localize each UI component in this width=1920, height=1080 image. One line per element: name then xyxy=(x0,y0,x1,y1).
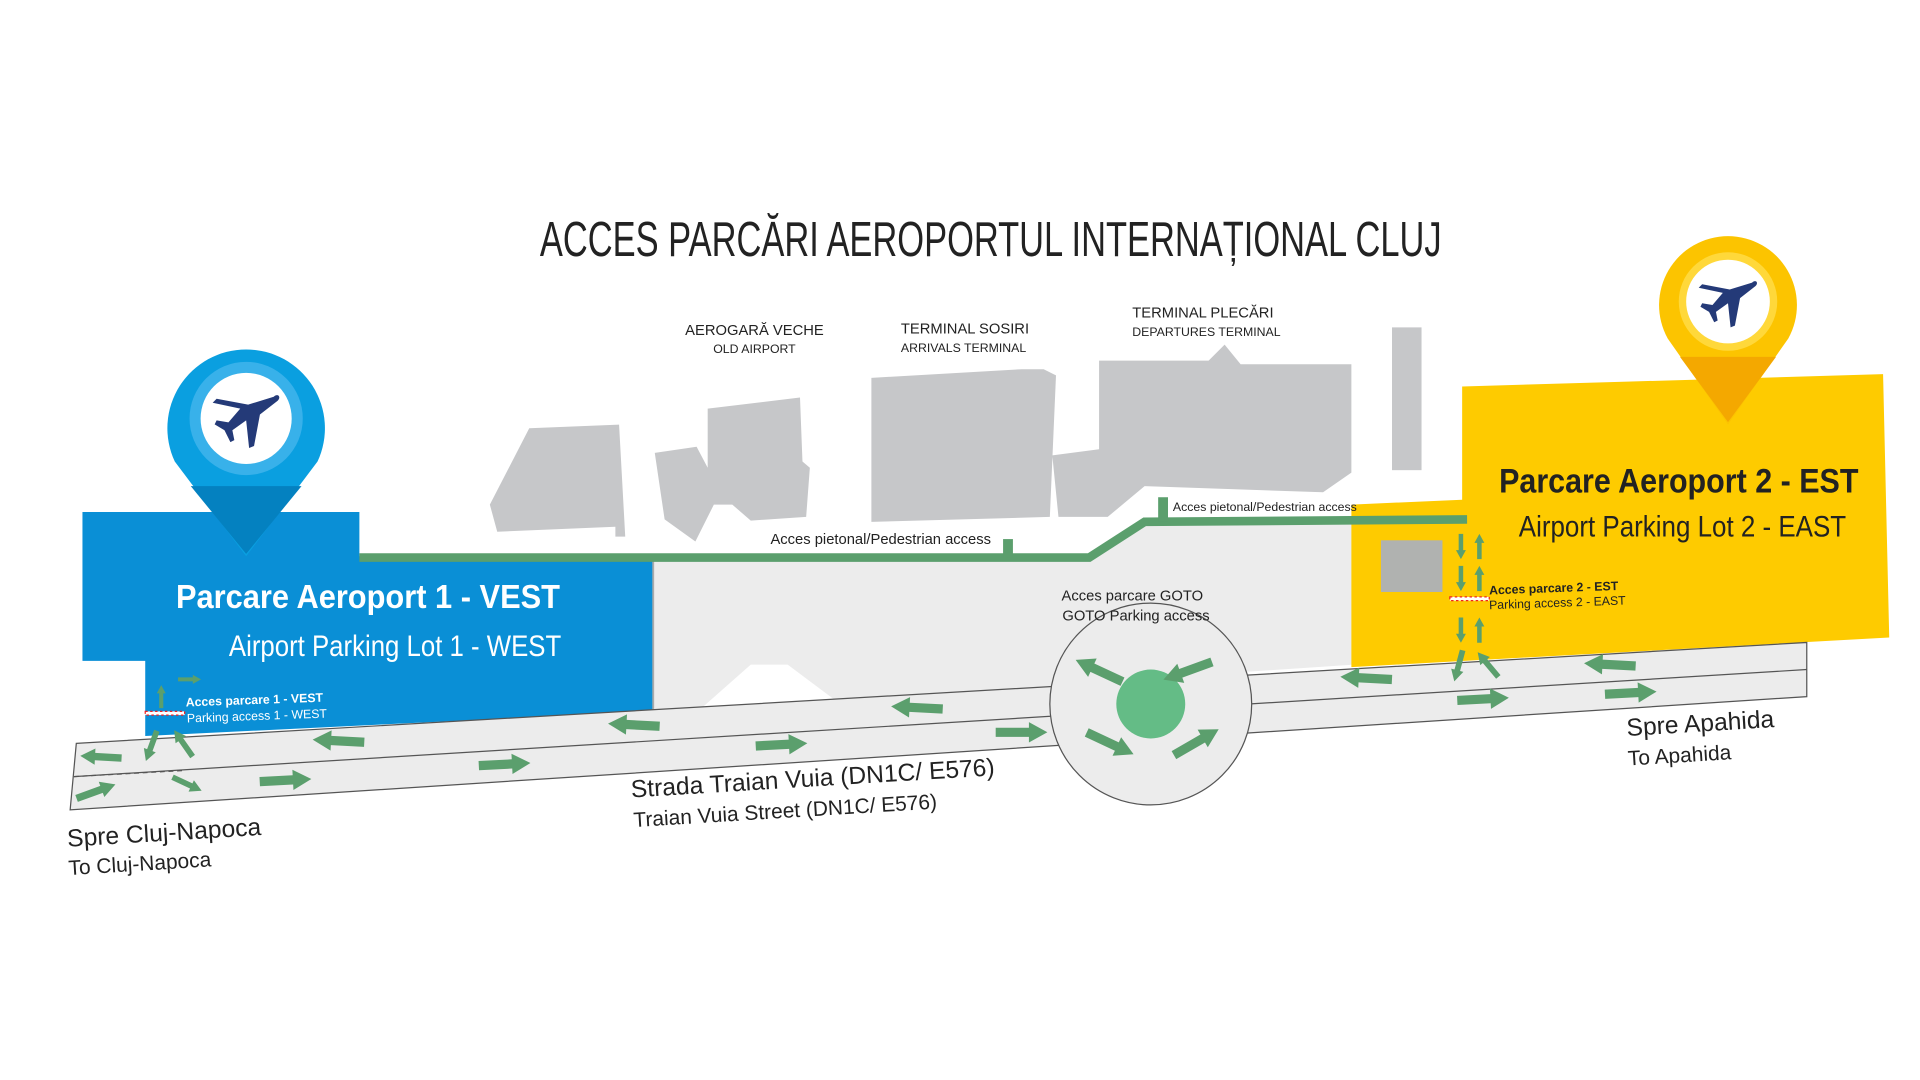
goto-access-en: GOTO Parking access xyxy=(1062,608,1209,624)
building-old-airport xyxy=(654,397,810,542)
direction-west-ro: Spre Cluj-Napoca xyxy=(66,814,262,853)
building-1 xyxy=(489,424,626,537)
parking-1-barrier[interactable] xyxy=(144,710,186,716)
label-departures-ro: TERMINAL PLECĂRI xyxy=(1132,305,1273,322)
map-title: ACCES PARCĂRI AEROPORTUL INTERNAȚIONAL C… xyxy=(540,213,1442,267)
parking-2-building xyxy=(1380,540,1443,592)
building-departures xyxy=(1052,344,1352,517)
building-tower xyxy=(1392,327,1422,471)
parking-2-pin-icon[interactable] xyxy=(1659,236,1797,425)
label-old-airport-en: OLD AIRPORT xyxy=(713,342,796,356)
road-dashed-line xyxy=(73,769,185,778)
parking-2-access-ro: Acces parcare 2 - EST xyxy=(1489,579,1619,598)
parking-lot-2-area[interactable] xyxy=(1351,374,1890,668)
pedestrian-path xyxy=(359,515,1468,562)
parking-2-subtitle: Airport Parking Lot 2 - EAST xyxy=(1519,511,1846,544)
building-arrivals xyxy=(871,369,1056,522)
parking-1-access-ro: Acces parcare 1 - VEST xyxy=(185,691,323,710)
label-old-airport-ro: AEROGARĂ VECHE xyxy=(685,322,824,339)
label-arrivals-ro: TERMINAL SOSIRI xyxy=(901,322,1029,338)
direction-east-en: To Apahida xyxy=(1627,741,1732,770)
parking-1-subtitle: Airport Parking Lot 1 - WEST xyxy=(229,630,561,663)
label-pedestrian-access-2: Acces pietonal/Pedestrian access xyxy=(1173,500,1357,514)
direction-west-en: To Cluj-Napoca xyxy=(68,848,212,880)
parking-2-barrier[interactable] xyxy=(1449,596,1490,602)
direction-east-ro: Spre Apahida xyxy=(1626,706,1775,742)
label-arrivals-en: ARRIVALS TERMINAL xyxy=(901,341,1026,355)
parking-1-title: Parcare Aeroport 1 - VEST xyxy=(176,579,560,616)
parking-2-title: Parcare Aeroport 2 - EST xyxy=(1499,462,1858,500)
parking-2-access-en: Parking access 2 - EAST xyxy=(1489,593,1627,612)
goto-access-ro: Acces parcare GOTO xyxy=(1062,589,1204,605)
parking-1-access-en: Parking access 1 - WEST xyxy=(187,707,328,726)
forecourt-area xyxy=(652,523,1354,712)
parking-lot-1-area[interactable] xyxy=(82,512,653,736)
buildings xyxy=(489,327,1422,542)
label-pedestrian-access-1: Acces pietonal/Pedestrian access xyxy=(770,532,991,548)
label-departures-en: DEPARTURES TERMINAL xyxy=(1132,325,1280,339)
roundabout-island xyxy=(1116,669,1186,739)
road-centerline xyxy=(73,668,1807,778)
parking-1-pin-icon[interactable] xyxy=(167,349,325,557)
